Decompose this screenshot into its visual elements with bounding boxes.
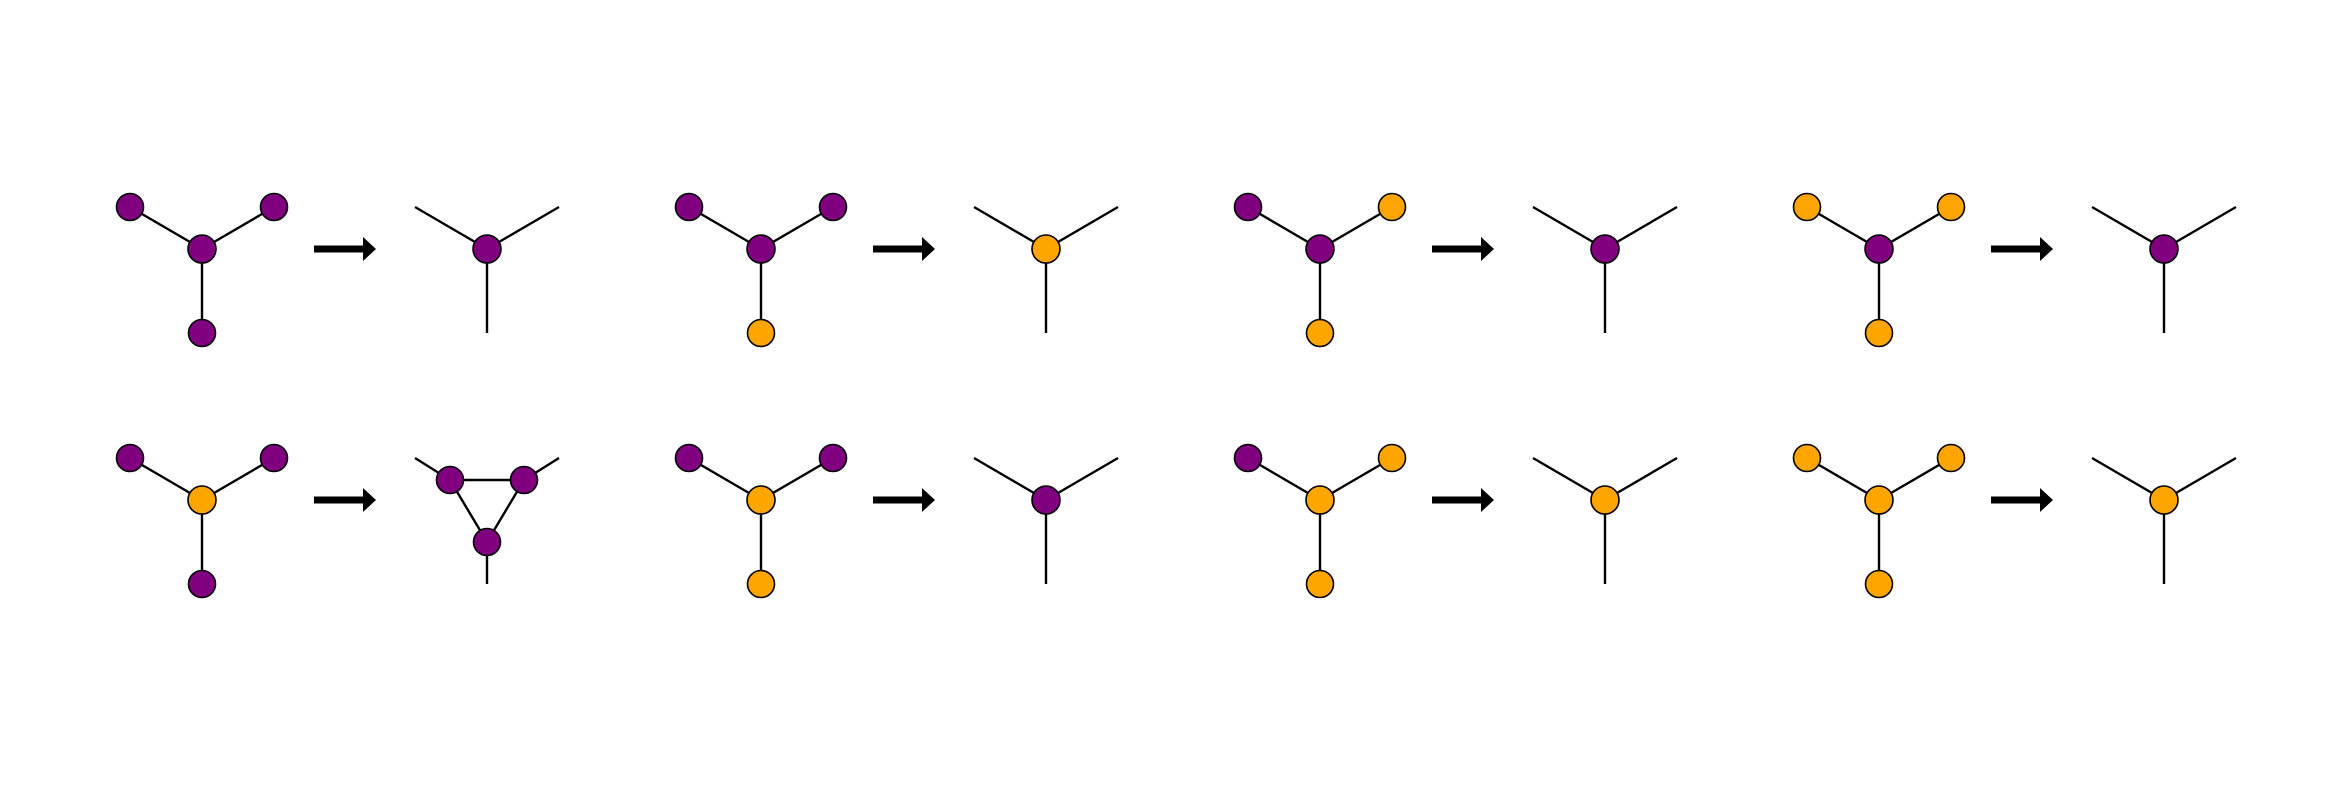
rhs-node-center (1590, 485, 1620, 515)
rule-rhs (973, 456, 1119, 584)
arrow-icon (314, 237, 376, 261)
rule-r2-c3 (1233, 443, 1678, 599)
lhs-node-left (115, 192, 145, 222)
lhs-node-left (674, 443, 704, 473)
lhs-node-bottom (1864, 318, 1894, 348)
rhs-node-center (472, 234, 502, 264)
rule-lhs (674, 443, 848, 599)
rule-lhs (1233, 192, 1407, 348)
lhs-node-bottom (1305, 318, 1335, 348)
lhs-node-left (1792, 443, 1822, 473)
rule-lhs (1792, 443, 1966, 599)
rule-r1-c4 (1792, 192, 2237, 348)
arrow-icon (314, 488, 376, 512)
rule-rhs (2091, 205, 2237, 333)
lhs-node-center (1305, 485, 1335, 515)
arrow-head (1481, 237, 1494, 261)
lhs-node-center (746, 234, 776, 264)
lhs-node-left (1233, 443, 1263, 473)
lhs-node-bottom (746, 569, 776, 599)
rule-lhs (1233, 443, 1407, 599)
lhs-node-bottom (187, 318, 217, 348)
arrow-icon (873, 488, 935, 512)
arrow-icon (1991, 488, 2053, 512)
lhs-node-center (187, 234, 217, 264)
rhs-triangle-node-bottom (472, 527, 502, 557)
arrow-shaft (1432, 496, 1482, 504)
lhs-node-left (1233, 192, 1263, 222)
lhs-node-left (1792, 192, 1822, 222)
lhs-node-right (259, 443, 289, 473)
arrow-shaft (1432, 245, 1482, 253)
rule-rhs (2091, 456, 2237, 584)
lhs-node-center (746, 485, 776, 515)
arrow-head (1481, 488, 1494, 512)
rule-r2-c2 (674, 443, 1119, 599)
lhs-node-right (1936, 192, 1966, 222)
rule-lhs (115, 443, 289, 599)
arrow-head (2040, 488, 2053, 512)
arrow-head (363, 237, 376, 261)
arrow-icon (873, 237, 935, 261)
rhs-node-center (2149, 234, 2179, 264)
lhs-node-right (1377, 192, 1407, 222)
rule-r1-c3 (1233, 192, 1678, 348)
rhs-triangle-node-right (509, 465, 539, 495)
rule-rhs (414, 456, 560, 584)
rule-r1-c1 (115, 192, 560, 348)
rule-r1-c2 (674, 192, 1119, 348)
rule-lhs (115, 192, 289, 348)
arrow-head (2040, 237, 2053, 261)
lhs-node-center (187, 485, 217, 515)
rule-rhs (414, 205, 560, 333)
arrow-shaft (314, 496, 364, 504)
rhs-node-center (1031, 234, 1061, 264)
lhs-node-bottom (1864, 569, 1894, 599)
lhs-node-bottom (746, 318, 776, 348)
rhs-node-center (1590, 234, 1620, 264)
rule-rhs (1532, 205, 1678, 333)
arrow-shaft (1991, 245, 2041, 253)
rule-r2-c4 (1792, 443, 2237, 599)
rhs-triangle-node-left (435, 465, 465, 495)
lhs-node-center (1864, 234, 1894, 264)
rule-lhs (674, 192, 848, 348)
arrow-shaft (873, 496, 923, 504)
rule-rhs (1532, 456, 1678, 584)
arrow-head (922, 237, 935, 261)
arrow-shaft (1991, 496, 2041, 504)
arrow-shaft (873, 245, 923, 253)
lhs-node-right (1377, 443, 1407, 473)
rule-rhs (973, 205, 1119, 333)
arrow-icon (1991, 237, 2053, 261)
lhs-node-right (259, 192, 289, 222)
lhs-node-right (818, 443, 848, 473)
lhs-node-left (115, 443, 145, 473)
lhs-node-bottom (1305, 569, 1335, 599)
arrow-head (363, 488, 376, 512)
arrow-shaft (314, 245, 364, 253)
lhs-node-left (674, 192, 704, 222)
arrow-icon (1432, 488, 1494, 512)
rhs-node-center (2149, 485, 2179, 515)
rules-layer (115, 192, 2237, 599)
rule-r2-c1 (115, 443, 560, 599)
arrow-head (922, 488, 935, 512)
rhs-node-center (1031, 485, 1061, 515)
arrow-icon (1432, 237, 1494, 261)
lhs-node-right (1936, 443, 1966, 473)
lhs-node-bottom (187, 569, 217, 599)
lhs-node-right (818, 192, 848, 222)
rule-lhs (1792, 192, 1966, 348)
lhs-node-center (1305, 234, 1335, 264)
lhs-node-center (1864, 485, 1894, 515)
